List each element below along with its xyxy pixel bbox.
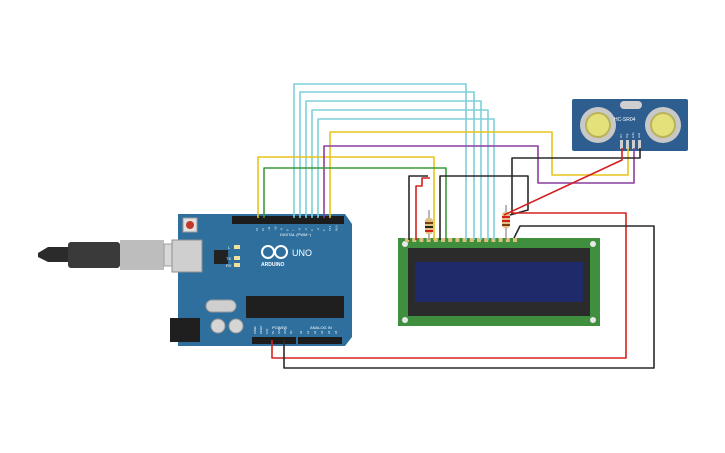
sensor-pin	[620, 140, 623, 149]
digital-pin-label: 8	[286, 229, 290, 231]
wire-red-5v	[271, 212, 627, 359]
resistor-contrast	[425, 210, 433, 240]
arduino-model: UNO	[292, 248, 312, 258]
lcd-pin	[505, 238, 510, 242]
power-header-label: POWER	[272, 325, 287, 330]
power-pin-label: 5V	[271, 331, 275, 334]
digital-pin-label: 2	[322, 229, 326, 231]
wire-yellow-lcd	[257, 156, 435, 240]
digital-pin-label: TX 1	[328, 225, 332, 231]
lcd-pin	[412, 238, 417, 242]
digital-pin-label: ~6	[298, 227, 302, 231]
power-pin-label: GND	[283, 328, 287, 334]
wire-cyan-4	[311, 109, 489, 240]
sensor-pin-label: Trig	[626, 133, 629, 138]
dc-power-jack	[170, 318, 200, 342]
resistor-backlight	[502, 205, 510, 240]
digital-pin-label: 4	[310, 229, 314, 231]
analog-header-label: ANALOG IN	[310, 325, 332, 330]
digital-pin-label: ~5	[304, 227, 308, 231]
analog-pin-label: A2	[313, 330, 317, 334]
lcd-pin	[448, 238, 453, 242]
lcd-pin	[513, 238, 517, 242]
analog-pin-label: A0	[299, 330, 303, 334]
usb-port	[171, 239, 203, 273]
wire-black-gnd	[283, 225, 655, 369]
wire-cyan-3	[305, 100, 482, 240]
wire-purple-echo	[323, 145, 635, 218]
sensor-pin-label: Gnd	[638, 133, 641, 138]
led-rx-label: RX	[226, 263, 232, 268]
wire-black-lcd	[408, 175, 428, 240]
lcd-screen	[415, 262, 583, 302]
lcd-pin	[498, 238, 503, 242]
digital-header-label: DIGITAL (PWM~)	[280, 232, 312, 237]
sensor-pin-label: Echo	[632, 132, 635, 138]
lcd-pin	[462, 238, 467, 242]
wire-red-lcd	[415, 177, 430, 240]
sensor-model: HC-SR04	[614, 117, 636, 123]
sensor-pin	[626, 140, 629, 149]
power-header	[252, 337, 296, 344]
lcd-pin	[441, 238, 445, 242]
wire-black-contrast	[439, 175, 529, 240]
power-pin-label: Vin	[289, 330, 293, 334]
wires	[257, 83, 655, 369]
atmega-chip	[246, 296, 344, 318]
lcd-pin	[433, 238, 438, 242]
wire-red-sensor	[503, 148, 623, 216]
power-pin-label: IOREF	[253, 326, 257, 334]
analog-pin-label: A3	[320, 330, 324, 334]
analog-header	[298, 337, 342, 344]
wire-cyan-2	[299, 91, 475, 240]
sensor-pin	[632, 140, 635, 149]
digital-pin-label: 13	[255, 228, 259, 231]
led-l-label: L	[228, 245, 231, 250]
arduino-brand: ARDUINO	[261, 262, 284, 268]
digital-header	[232, 216, 344, 224]
lcd-pin	[419, 238, 424, 242]
digital-pin-label: ~9	[279, 227, 283, 231]
digital-pin-label: ~3	[316, 227, 320, 231]
arduino-logo-icon	[261, 245, 288, 259]
digital-pin-label: ~11	[267, 226, 271, 231]
power-pin-label: RESET	[259, 325, 263, 334]
analog-pin-label: A5	[334, 330, 338, 334]
sensor-pin	[638, 140, 641, 149]
digital-pin-label: 12	[261, 228, 265, 231]
lcd-pin	[455, 238, 460, 242]
power-pin-label: GND	[277, 328, 281, 334]
sensor-pin-label: Vcc	[620, 133, 623, 138]
wire-green	[263, 167, 447, 240]
usb-cable	[38, 240, 187, 270]
arduino-uno-board: L TX RX ARDUINO UNO DIGITAL (PWM~) POWER…	[170, 214, 352, 346]
digital-pin-label: 7	[292, 229, 296, 231]
lcd-pin	[469, 238, 474, 242]
analog-pin-label: A4	[327, 330, 331, 334]
led-tx-label: TX	[226, 256, 231, 261]
digital-pin-label: ~10	[273, 226, 277, 231]
lcd-pin	[484, 238, 489, 242]
lcd-pin	[477, 238, 481, 242]
wire-cyan-1	[293, 83, 467, 240]
lcd-pin	[405, 238, 409, 242]
lcd-16x2-module	[398, 238, 600, 326]
power-pin-label: 3.3V	[265, 328, 269, 334]
digital-pin-label: RX 0	[334, 225, 338, 231]
wire-black-sensor	[511, 148, 641, 214]
analog-pin-label: A1	[306, 330, 310, 334]
